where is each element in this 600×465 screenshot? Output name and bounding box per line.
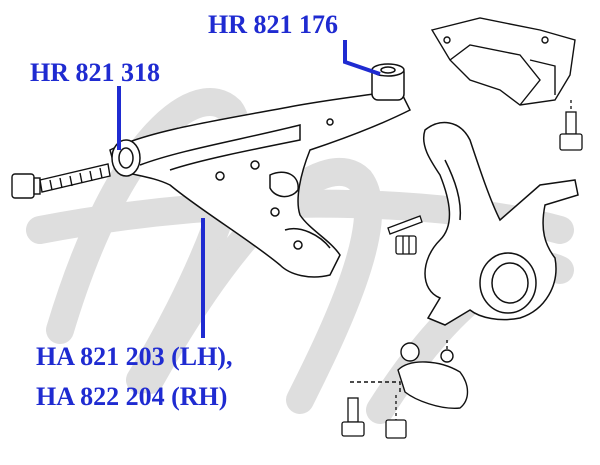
mount-bracket — [430, 17, 576, 106]
leader-lines — [117, 40, 381, 338]
ball-joint — [350, 340, 469, 409]
bracket-bolt — [559, 100, 583, 151]
rear-bushing — [371, 63, 405, 101]
castle-nut — [395, 235, 417, 255]
part-number-top-bushing: HR 821 176 — [208, 10, 338, 39]
ball-joint-bolts — [341, 395, 407, 439]
cotter-pin — [387, 215, 423, 235]
part-number-arm-rh: HA 822 204 (RH) — [36, 382, 228, 411]
front-bushing — [111, 139, 141, 177]
steering-knuckle — [423, 121, 579, 326]
long-bolt — [11, 163, 111, 199]
lower-control-arm — [109, 89, 412, 278]
part-number-arm-lh: HA 821 203 (LH), — [36, 342, 233, 371]
part-number-front-bushing: HR 821 318 — [30, 58, 160, 87]
leader-line-top — [343, 40, 381, 76]
